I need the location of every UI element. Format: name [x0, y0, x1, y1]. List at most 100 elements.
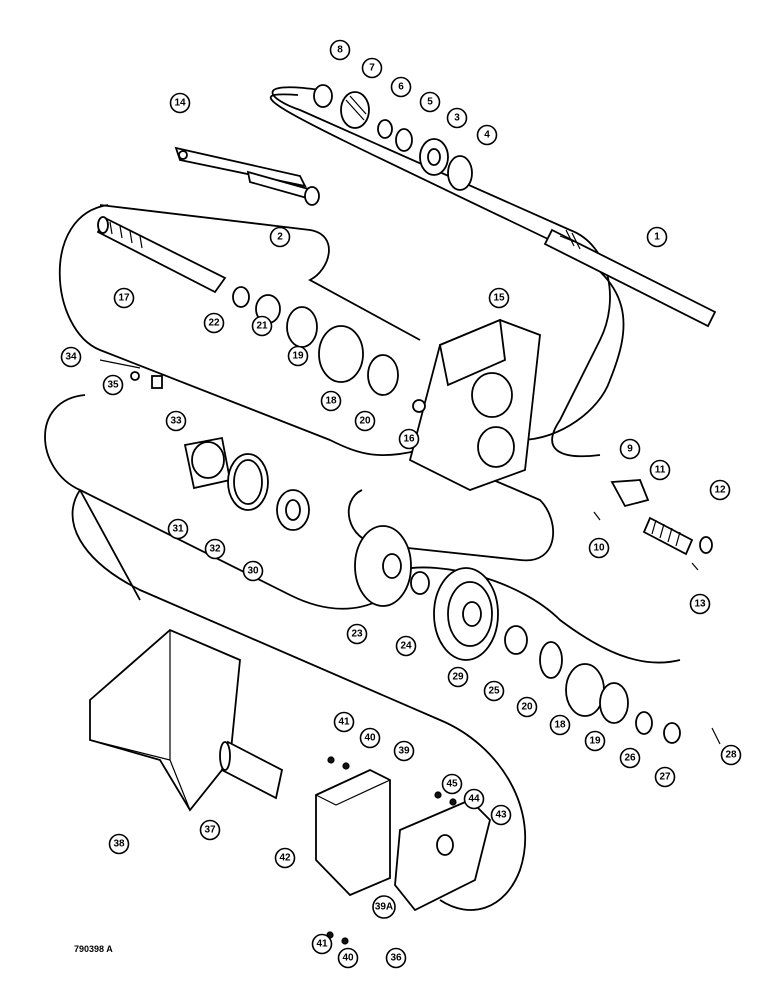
housing-top-loop — [99, 204, 421, 341]
leader-38 — [79, 489, 141, 601]
callout-circle — [269, 226, 291, 248]
callout-label: 21 — [256, 321, 268, 332]
callout-c1: 1 — [646, 226, 668, 248]
lower-bearings — [504, 625, 721, 745]
shift-lever — [174, 146, 320, 206]
callout-label: 41 — [316, 939, 328, 950]
callout-c43: 43 — [490, 804, 512, 826]
callout-c19: 19 — [287, 345, 309, 367]
callout-label: 40 — [342, 953, 354, 964]
callout-circle — [385, 947, 407, 969]
drive-gear — [433, 567, 499, 661]
callout-label: 36 — [390, 953, 402, 964]
callout-c9: 9 — [619, 438, 641, 460]
callout-c17: 17 — [113, 287, 135, 309]
callout-label: 43 — [495, 810, 507, 821]
callout-c14: 14 — [169, 92, 191, 114]
callout-circle — [320, 390, 342, 412]
callout-label: 8 — [337, 45, 343, 56]
callout-circle — [488, 287, 510, 309]
callout-circle — [476, 124, 498, 146]
callout-label: 2 — [277, 232, 283, 243]
callout-label: 25 — [488, 686, 500, 697]
callout-label: 17 — [118, 293, 130, 304]
callout-c41b: 41 — [311, 933, 333, 955]
callout-circle — [393, 740, 415, 762]
callout-circle — [242, 560, 264, 582]
middle-loop — [44, 394, 381, 610]
callout-label: 5 — [427, 97, 433, 108]
callout-c24: 24 — [395, 635, 417, 657]
callout-label: 15 — [493, 293, 505, 304]
callout-circle — [204, 538, 226, 560]
callout-label: 22 — [208, 318, 220, 329]
callout-c23: 23 — [346, 623, 368, 645]
callout-c21: 21 — [251, 315, 273, 337]
callout-label: 29 — [452, 672, 464, 683]
callout-circle — [398, 428, 420, 450]
middle-bearings — [232, 286, 399, 396]
callout-label: 20 — [359, 416, 371, 427]
callout-label: 18 — [554, 720, 566, 731]
callout-c16: 16 — [398, 428, 420, 450]
flange-assembly — [99, 359, 310, 531]
callout-label: 24 — [400, 641, 412, 652]
callout-circle — [588, 537, 610, 559]
gear-housing — [408, 318, 541, 491]
mount-bracket — [315, 756, 391, 897]
callout-label: 44 — [468, 794, 480, 805]
callout-label: 11 — [655, 465, 666, 476]
callout-c18b: 18 — [549, 714, 571, 736]
upper-bearings — [313, 84, 473, 191]
callout-c34: 34 — [60, 346, 82, 368]
callout-c39a: 39A — [372, 895, 396, 919]
callout-label: 39A — [375, 902, 393, 913]
callout-circle — [516, 696, 538, 718]
callout-c19b: 19 — [584, 730, 606, 752]
callout-label: 34 — [65, 352, 77, 363]
callout-label: 19 — [589, 736, 601, 747]
callout-c37: 37 — [199, 819, 221, 841]
callout-circle — [333, 711, 355, 733]
callout-circle — [390, 76, 412, 98]
callout-c44: 44 — [463, 788, 485, 810]
callout-circle — [361, 57, 383, 79]
assembly-outline-loops — [44, 86, 681, 911]
callout-circle — [419, 91, 441, 113]
callout-circle — [646, 226, 668, 248]
callout-c18: 18 — [320, 390, 342, 412]
input-shaft-loop — [58, 204, 421, 457]
callout-circle — [359, 727, 381, 749]
callout-circle — [372, 895, 396, 919]
callout-label: 32 — [209, 544, 221, 555]
gear-loop — [399, 566, 681, 664]
callout-label: 45 — [446, 779, 458, 790]
callout-c25: 25 — [483, 680, 505, 702]
callout-label: 19 — [292, 351, 304, 362]
callout-label: 35 — [107, 380, 119, 391]
callout-circle — [287, 345, 309, 367]
callout-circle — [169, 92, 191, 114]
callout-c26: 26 — [619, 747, 641, 769]
shield-cover — [89, 628, 241, 812]
input-shaft — [96, 216, 227, 294]
callout-label: 26 — [624, 753, 636, 764]
lower-middle-loop — [347, 469, 554, 562]
callout-c42: 42 — [274, 847, 296, 869]
callout-label: 10 — [593, 543, 605, 554]
callout-circle — [167, 518, 189, 540]
callout-c29: 29 — [447, 666, 469, 688]
callout-circle — [654, 766, 676, 788]
callout-circle — [649, 459, 671, 481]
callout-c3: 3 — [446, 107, 468, 129]
callout-circle — [311, 933, 333, 955]
callout-c35: 35 — [102, 374, 124, 396]
callout-circle — [354, 410, 376, 432]
callout-circle — [102, 374, 124, 396]
callout-c22: 22 — [203, 312, 225, 334]
callout-label: 3 — [454, 113, 460, 124]
callout-circle — [483, 680, 505, 702]
callout-label: 23 — [351, 629, 363, 640]
callout-circle — [709, 479, 731, 501]
